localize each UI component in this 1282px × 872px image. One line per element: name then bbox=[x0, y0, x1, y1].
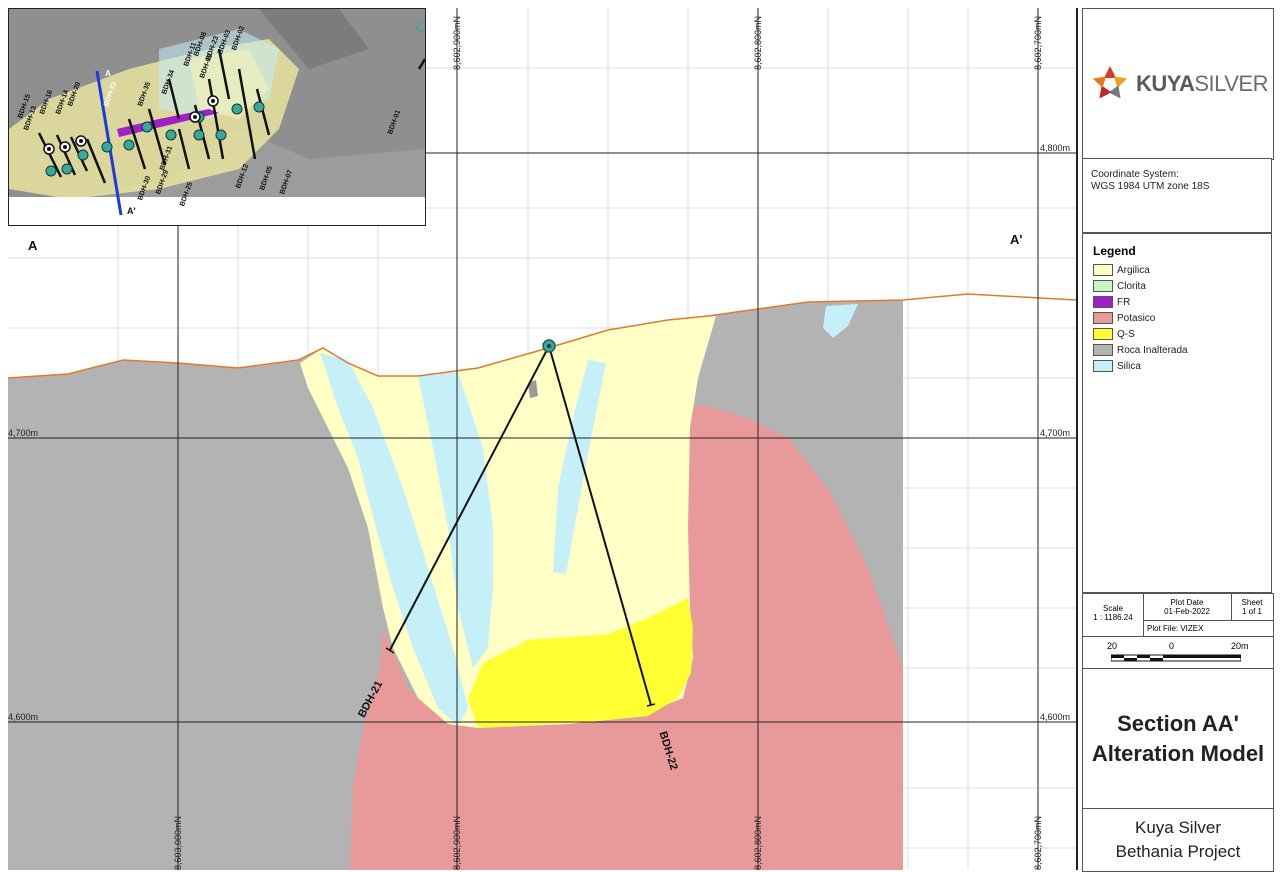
scalebar-row: 20 0 20m bbox=[1083, 636, 1273, 662]
legend-item: Q-S bbox=[1093, 326, 1261, 342]
bdh-22-end-tick bbox=[646, 703, 656, 707]
elevation-label-right: 4,800m bbox=[1040, 143, 1071, 153]
drillhole-bdh-22-trace bbox=[548, 345, 652, 706]
legend-label: Silica bbox=[1117, 360, 1141, 372]
scalebar-label: 0 bbox=[1169, 641, 1175, 651]
scale-value: 1 : 1186.24 bbox=[1093, 613, 1133, 622]
small-grey-inclusion bbox=[528, 380, 538, 398]
section-map[interactable]: A A' BDH-15 BDH-13 BDH-16 BDH-14 BDH-20 … bbox=[8, 8, 1076, 870]
scalebar-label: 20m bbox=[1231, 641, 1249, 651]
inset-section-start-label: A bbox=[105, 69, 111, 78]
bdh-21-end-tick bbox=[385, 647, 395, 654]
coordinate-system-box: Coordinate System: WGS 1984 UTM zone 18S bbox=[1082, 158, 1272, 233]
legend-label: Clorita bbox=[1117, 280, 1146, 292]
legend-label: Q-S bbox=[1117, 328, 1135, 340]
scale-box: Scale 1 : 1186.24 Plot Date 01-Feb-2022 … bbox=[1082, 593, 1274, 670]
northing-label-bottom: 8,603,000mN bbox=[173, 815, 183, 870]
company-logo: KUYASILVER bbox=[1082, 8, 1274, 160]
legend-title: Legend bbox=[1093, 244, 1136, 258]
legend-item: Roca Inalterada bbox=[1093, 342, 1261, 358]
coordinate-system-value: WGS 1984 UTM zone 18S bbox=[1091, 181, 1210, 192]
silica-band-central bbox=[418, 372, 493, 668]
northing-label-bottom: 8,602,800mN bbox=[753, 815, 763, 870]
scale-label: Scale bbox=[1102, 604, 1123, 613]
silica-patch-top bbox=[823, 304, 858, 338]
silica-band-east bbox=[553, 360, 606, 574]
legend-item: Potasico bbox=[1093, 310, 1261, 326]
legend-item: FR bbox=[1093, 294, 1261, 310]
legend-item: Silica bbox=[1093, 358, 1261, 374]
sheet-cell: Sheet 1 of 1 bbox=[1231, 594, 1273, 621]
northing-label-bottom: 8,602,900mN bbox=[452, 815, 462, 870]
silica-band-west bbox=[320, 353, 468, 726]
coordinate-system-label: Coordinate System: bbox=[1091, 169, 1179, 180]
section-end-label: A' bbox=[1010, 232, 1023, 247]
collar-center bbox=[547, 344, 551, 348]
title-line-1: Section AA' bbox=[1117, 711, 1239, 736]
legend-box: Legend Argilica Clorita FR Potasico Q-S … bbox=[1082, 233, 1272, 593]
legend-label: Roca Inalterada bbox=[1117, 344, 1188, 356]
northing-label-top: 8,602,700mN bbox=[1033, 15, 1043, 70]
kuya-logo-icon bbox=[1092, 66, 1128, 99]
project-box: Kuya Silver Bethania Project bbox=[1082, 808, 1274, 872]
potasico-zone bbox=[350, 406, 903, 870]
northing-label-bottom: 8,602,700mN bbox=[1033, 815, 1043, 870]
elevation-label-left: 4,600m bbox=[8, 712, 39, 722]
elevation-label-right: 4,600m bbox=[1040, 712, 1071, 722]
title-line-2: Alteration Model bbox=[1091, 741, 1265, 766]
northing-label-top: 8,602,800mN bbox=[753, 15, 763, 70]
legend-item: Argilica bbox=[1093, 262, 1261, 278]
title-box: Section AA' Alteration Model bbox=[1082, 668, 1274, 810]
legend-label: FR bbox=[1117, 296, 1131, 308]
elevation-label-right: 4,700m bbox=[1040, 428, 1071, 438]
scalebar-label: 20 bbox=[1107, 641, 1118, 651]
section-start-label: A bbox=[28, 238, 38, 253]
swatch-silica bbox=[1093, 360, 1113, 372]
section-drawing bbox=[8, 8, 1076, 870]
swatch-roca-inalterada bbox=[1093, 344, 1113, 356]
project-line-2: Bethania Project bbox=[1115, 842, 1241, 861]
plot-date-cell: Plot Date 01-Feb-2022 bbox=[1143, 594, 1232, 621]
drillhole-bdh-21-trace bbox=[389, 345, 550, 651]
q-s-zone bbox=[468, 598, 693, 728]
logo-wordmark: KUYASILVER bbox=[1136, 71, 1268, 96]
inset-section-end-label: A' bbox=[127, 206, 136, 216]
sheet-value: 1 of 1 bbox=[1241, 607, 1262, 616]
plot-date-value: 01-Feb-2022 bbox=[1164, 607, 1210, 616]
scalebar-graphic bbox=[1111, 654, 1241, 662]
location-inset[interactable]: A A' BDH-15 BDH-13 BDH-16 BDH-14 BDH-20 … bbox=[8, 8, 426, 226]
swatch-potasico bbox=[1093, 312, 1113, 324]
legend-item: Clorita bbox=[1093, 278, 1261, 294]
northing-label-top: 8,602,900mN bbox=[452, 15, 462, 70]
swatch-argilica bbox=[1093, 264, 1113, 276]
title-block: KUYASILVER Coordinate System: WGS 1984 U… bbox=[1076, 8, 1276, 872]
plot-date-label: Plot Date bbox=[1170, 598, 1204, 607]
plot-file: Plot File: VIZEX bbox=[1147, 624, 1204, 633]
inset-drawing bbox=[9, 9, 425, 225]
swatch-clorita bbox=[1093, 280, 1113, 292]
legend-label: Potasico bbox=[1117, 312, 1156, 324]
scale-cell: Scale 1 : 1186.24 bbox=[1083, 594, 1144, 636]
legend-label: Argilica bbox=[1117, 264, 1150, 276]
sheet-label: Sheet bbox=[1241, 598, 1263, 607]
swatch-q-s bbox=[1093, 328, 1113, 340]
elevation-label-left: 4,700m bbox=[8, 428, 39, 438]
swatch-fr bbox=[1093, 296, 1113, 308]
project-line-1: Kuya Silver bbox=[1135, 818, 1221, 837]
